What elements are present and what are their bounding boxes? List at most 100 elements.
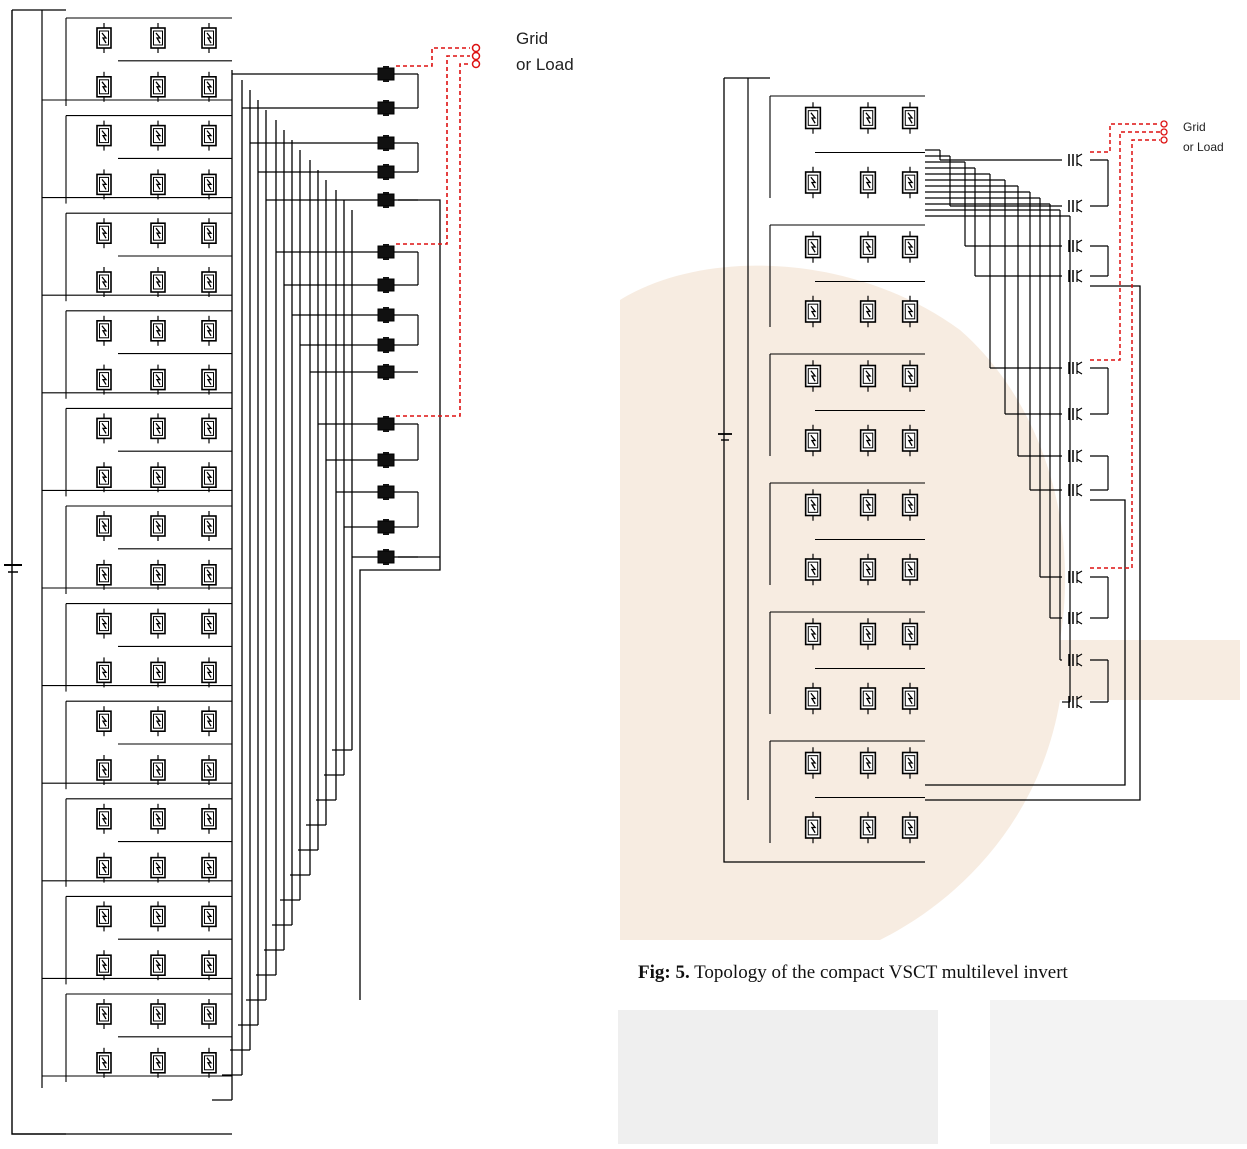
pv-module-icon bbox=[201, 169, 217, 200]
igbt-switch-icon bbox=[377, 337, 395, 353]
pv-module-icon bbox=[150, 120, 166, 151]
pv-module-icon bbox=[96, 901, 112, 932]
pv-module-icon bbox=[150, 1047, 166, 1078]
igbt-switch-icon bbox=[377, 364, 395, 380]
watermark-globe bbox=[620, 265, 1240, 940]
pv-module-icon bbox=[150, 755, 166, 785]
pv-module-icon bbox=[859, 231, 877, 263]
watermark-block bbox=[618, 1010, 938, 1144]
pv-module-icon bbox=[804, 489, 822, 521]
pv-module-icon bbox=[859, 553, 877, 586]
pv-module-icon bbox=[201, 803, 217, 834]
pv-module-icon bbox=[201, 901, 217, 932]
right-grid-label-line1: Grid bbox=[1183, 120, 1206, 134]
pv-module-icon bbox=[96, 511, 112, 541]
pv-module-icon bbox=[859, 489, 877, 521]
pv-module-icon bbox=[804, 553, 822, 586]
pv-module-icon bbox=[96, 315, 112, 346]
pv-module-icon bbox=[201, 1047, 217, 1078]
pv-module-icon bbox=[150, 852, 166, 883]
pv-module-icon bbox=[901, 166, 919, 199]
figure-caption-text: Topology of the compact VSCT multilevel … bbox=[694, 962, 1068, 983]
pv-module-icon bbox=[901, 424, 919, 457]
pv-module-icon bbox=[201, 657, 217, 688]
pv-module-icon bbox=[804, 424, 822, 457]
pv-module-icon bbox=[804, 747, 822, 779]
pv-module-icon bbox=[859, 618, 877, 650]
pv-module-icon bbox=[201, 852, 217, 883]
left-inverter-diagram bbox=[4, 9, 481, 1135]
pv-module-icon bbox=[201, 999, 217, 1029]
pv-module-icon bbox=[150, 608, 166, 639]
igbt-switch-icon bbox=[1068, 611, 1083, 625]
pv-module-icon bbox=[804, 618, 822, 650]
pv-module-icon bbox=[96, 120, 112, 151]
terminal-icon bbox=[1160, 128, 1168, 136]
pv-module-icon bbox=[150, 706, 166, 737]
igbt-switch-icon bbox=[377, 307, 395, 323]
pv-module-icon bbox=[201, 950, 217, 981]
igbt-switch-icon bbox=[377, 484, 395, 500]
pv-module-icon bbox=[859, 682, 877, 715]
pv-module-icon bbox=[150, 511, 166, 541]
wire bbox=[723, 78, 770, 863]
pv-module-icon bbox=[859, 102, 877, 134]
wire bbox=[359, 199, 441, 1000]
pv-module-icon bbox=[859, 295, 877, 328]
pv-module-icon bbox=[901, 360, 919, 392]
pv-module-icon bbox=[150, 315, 166, 346]
right-grid-label-line2: or Load bbox=[1183, 140, 1224, 154]
grid-connection-line bbox=[1090, 131, 1160, 361]
wire bbox=[11, 10, 66, 1135]
figure-caption: Fig: 5. Topology of the compact VSCT mul… bbox=[638, 962, 1247, 984]
pv-module-icon bbox=[201, 413, 217, 444]
pv-module-icon bbox=[96, 657, 112, 688]
igbt-switch-icon bbox=[1068, 153, 1083, 167]
pv-module-icon bbox=[150, 657, 166, 688]
igbt-switch-icon bbox=[377, 549, 395, 565]
pv-module-icon bbox=[804, 682, 822, 715]
right-inverter-diagram bbox=[718, 77, 1168, 863]
pv-module-icon bbox=[859, 424, 877, 457]
pv-module-icon bbox=[150, 999, 166, 1029]
igbt-switch-icon bbox=[1068, 483, 1083, 497]
igbt-switch-icon bbox=[1068, 653, 1083, 667]
pv-module-icon bbox=[201, 218, 217, 249]
pv-module-icon bbox=[201, 511, 217, 541]
pv-module-icon bbox=[201, 315, 217, 346]
igbt-switch-icon bbox=[377, 100, 395, 116]
pv-module-icon bbox=[201, 559, 217, 590]
terminal-icon bbox=[471, 59, 481, 69]
igbt-switch-icon bbox=[1068, 407, 1083, 421]
igbt-switch-icon bbox=[377, 452, 395, 468]
igbt-switch-icon bbox=[377, 416, 395, 432]
wire bbox=[925, 499, 1126, 786]
pv-module-icon bbox=[96, 950, 112, 981]
pv-module-icon bbox=[901, 618, 919, 650]
igbt-switch-icon bbox=[1068, 449, 1083, 463]
pv-module-icon bbox=[150, 901, 166, 932]
pv-module-icon bbox=[96, 706, 112, 737]
igbt-switch-icon bbox=[1068, 269, 1083, 283]
igbt-switch-icon bbox=[377, 277, 395, 293]
pv-module-icon bbox=[201, 23, 217, 53]
pv-module-icon bbox=[201, 608, 217, 639]
pv-module-icon bbox=[901, 295, 919, 328]
terminal-icon bbox=[471, 43, 481, 53]
grid-connection-line bbox=[396, 55, 470, 245]
igbt-switch-icon bbox=[1068, 239, 1083, 253]
pv-module-icon bbox=[96, 218, 112, 249]
pv-module-icon bbox=[96, 71, 112, 102]
pv-module-icon bbox=[201, 71, 217, 102]
terminal-icon bbox=[1160, 136, 1168, 144]
igbt-switch-icon bbox=[377, 519, 395, 535]
wire bbox=[925, 285, 1141, 801]
pv-module-icon bbox=[859, 360, 877, 392]
pv-module-icon bbox=[201, 755, 217, 785]
pv-module-icon bbox=[804, 102, 822, 134]
terminal-icon bbox=[1160, 120, 1168, 128]
grid-connection-line bbox=[396, 63, 470, 417]
pv-module-icon bbox=[150, 169, 166, 200]
